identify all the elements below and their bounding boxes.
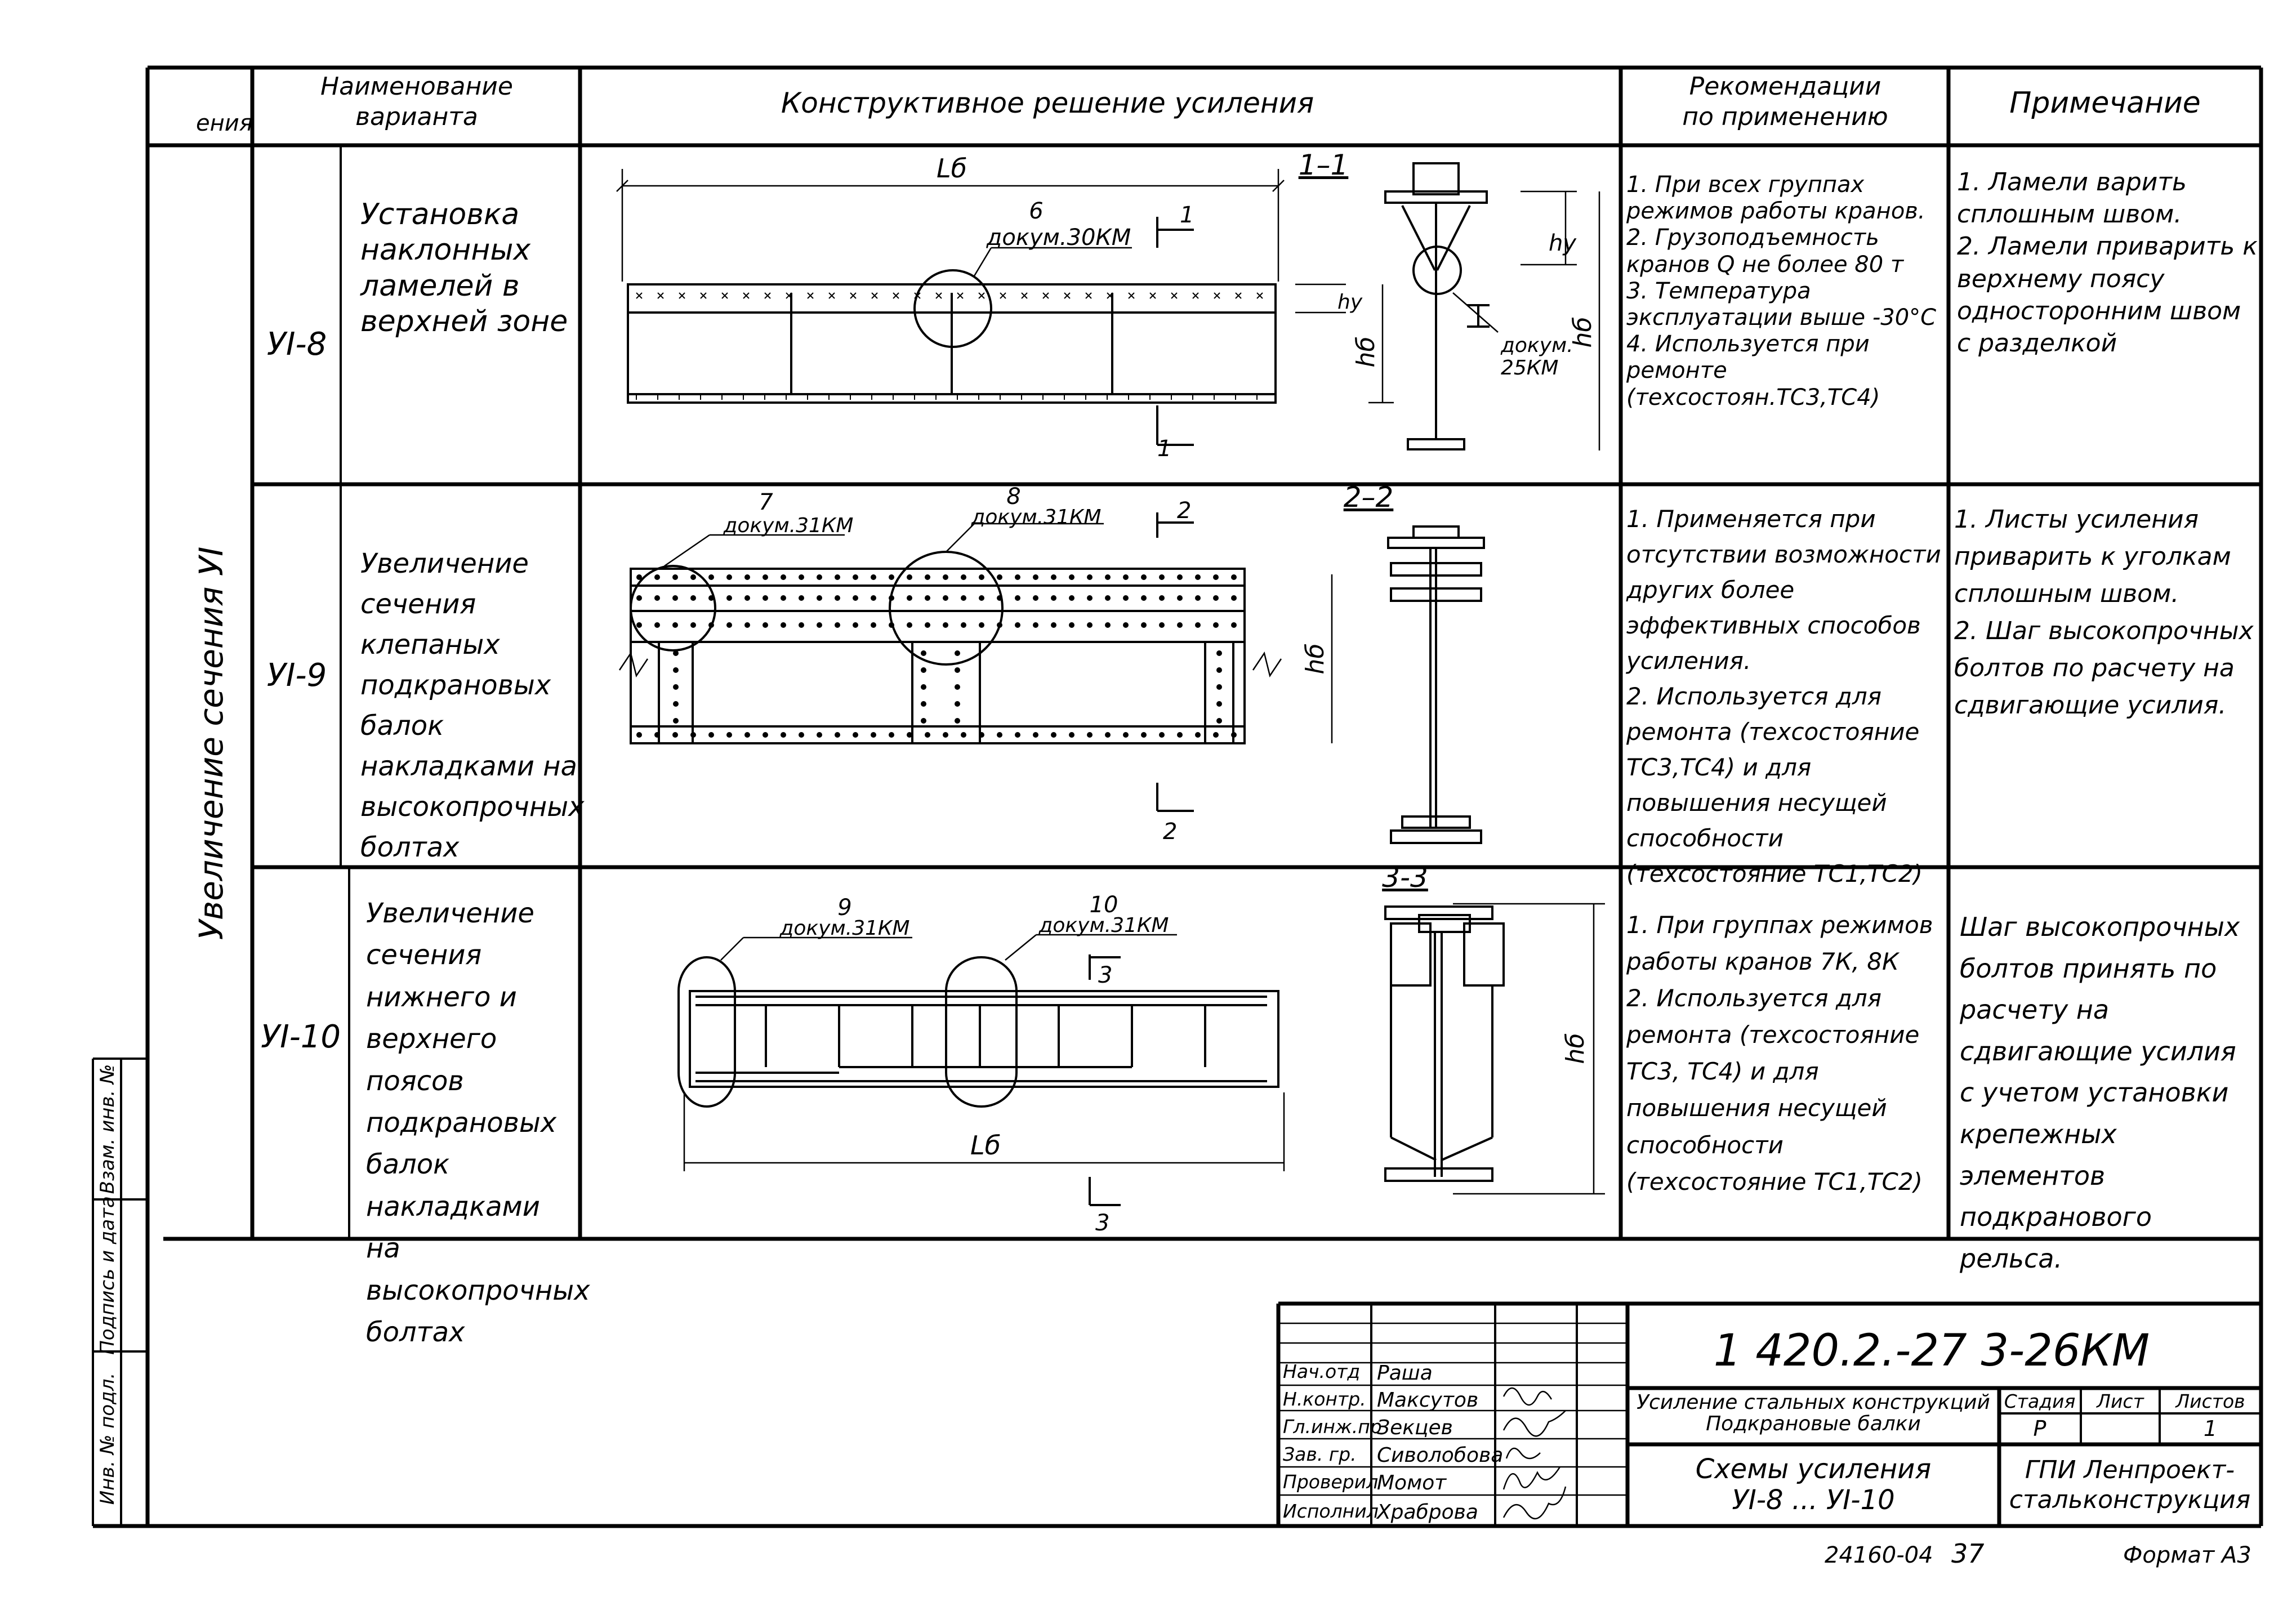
tb-name-5: Храброва [1376,1501,1478,1524]
tb-org-line1: ГПИ Ленпроект- [2025,1456,2235,1484]
tb-role-5: Исполнил [1283,1500,1379,1522]
row1-cut-bottom: 1 [1157,436,1171,462]
row3-drawing: 9 докум.31КМ 10 докум.31КМ 3 3 Lб 3-3 [677,861,1605,1236]
row1-cut-top: 1 [1180,202,1194,228]
tb-name-1: Максутов [1377,1389,1478,1412]
tb-project-line1: Усиление стальных конструкций [1637,1391,1990,1414]
row2-callout1-num: 7 [759,489,773,515]
row1-length-label: Lб [937,153,967,184]
tb-title-line2: УI-8 ... УI-10 [1732,1484,1894,1516]
row3-cut-top: 3 [1098,962,1112,988]
row3-callout1-doc: докум.31КМ [779,917,910,940]
footer-format: Формат А3 [2123,1542,2251,1568]
row2-callout2-doc: докум.31КМ [971,506,1102,529]
row2-code: УI-9 [267,657,327,694]
tb-role-1: Н.контр. [1283,1388,1366,1410]
tb-org-line2: стальконструкция [2009,1485,2250,1514]
tb-sheets-header: Листов [2175,1390,2245,1412]
row1-callout-doc: докум.30КМ [986,225,1131,251]
row1-section-label: 1–1 [1299,149,1349,181]
row1-callout-num: 6 [1029,198,1043,224]
row3-height-label: hб [1561,1033,1590,1064]
row1-doc25-line1: докум. [1500,334,1573,357]
stamp-vzam: Взам. инв. № [96,1064,119,1194]
row3-callout1-num: 9 [837,895,851,921]
tb-role-3: Зав. гр. [1283,1443,1357,1465]
tb-name-2: Зекцев [1377,1416,1453,1439]
header-col3-line1: Рекомендации [1689,72,1881,101]
footer-inv: 24160-04 [1825,1542,1933,1568]
header-col3-line2: по применению [1682,102,1888,131]
row3-name: Увеличение сечения нижнего и верхнего по… [366,898,590,1348]
row1-doc25-line2: 25КМ [1501,356,1558,380]
tb-stage: Р [2034,1416,2046,1441]
tb-role-0: Нач.отд [1283,1360,1360,1382]
row2-notes: 1. Листы усиления приварить к уголкам сп… [1954,505,2254,720]
stamp-inv-podl: Инв. № подл. [96,1373,119,1505]
row1-hy2-label: hy [1549,230,1577,256]
row2-recommendations: 1. Применяется при отсутствии возможност… [1626,505,1941,887]
row3-code: УI-10 [261,1019,341,1055]
header-col1-line2: варианта [355,102,478,131]
tb-name-3: Сиволобова [1377,1444,1503,1467]
row3-callout2-doc: докум.31КМ [1038,914,1169,937]
row2-callout2-num: 8 [1006,484,1020,510]
row2-cut-top: 2 [1177,498,1191,524]
stamp-podpis: Подпись и дата [96,1196,119,1355]
row2-section-label: 2–2 [1344,481,1394,514]
row1-height-label: hб [1352,336,1380,367]
tb-sheet-header: Лист [2096,1390,2144,1412]
row3-callout2-num: 10 [1090,892,1118,918]
row1-code: УI-8 [267,326,327,363]
tb-code: 1 420.2.-27 3-26КМ [1714,1326,2150,1376]
header-col1-line1: Наименование [320,72,513,101]
row3-notes: Шаг высокопрочных болтов принять по расч… [1960,912,2240,1274]
tb-project-line2: Подкрановые балки [1706,1412,1921,1435]
tb-name-0: Раша [1377,1362,1433,1385]
header-col0: ения [196,110,253,136]
row1-height2-label: hб [1568,316,1597,347]
title-block: 1 420.2.-27 3-26КМ [1276,1301,2261,1526]
header-col4: Примечание [2009,86,2201,120]
row2-name: Увеличение сечения клепаных подкрановых … [360,548,585,863]
group-label: Увеличение сечения УI [192,547,230,940]
tb-name-4: Момот [1377,1471,1447,1494]
row1-drawing: Lб 6 докум.30КМ 1 1 hy hб 1–1 [616,149,1600,462]
row1-recommendations: 1. При всех группах режимов работы крано… [1626,172,1937,411]
tb-title-line1: Схемы усиления [1696,1453,1931,1485]
row2-height-label: hб [1301,643,1330,674]
side-stamp: Инв. № подл. Подпись и дата Взам. инв. № [93,1058,148,1526]
signatures [1502,1387,1567,1520]
row2-callout1-doc: докум.31КМ [723,514,854,537]
row1-notes: 1. Ламели варить сплошным швом. 2. Ламел… [1957,168,2258,358]
tb-role-4: Проверил [1283,1471,1378,1493]
tb-stage-header: Стадия [2004,1390,2076,1412]
tb-sheets: 1 [2204,1416,2217,1441]
header-col2: Конструктивное решение усиления [781,87,1314,119]
table-grid [92,65,2263,1528]
row3-section-label: 3-3 [1382,861,1428,894]
row1-hy-label: hy [1337,291,1363,314]
row3-recommendations: 1. При группах режимов работы кранов 7К,… [1626,911,1933,1195]
footer-page: 37 [1951,1538,1985,1569]
row3-length-label: Lб [970,1130,1001,1161]
row1-name: Установка наклонных ламелей в верхней зо… [360,198,568,339]
tb-role-2: Гл.инж.пр [1283,1416,1382,1438]
row3-cut-bottom: 3 [1095,1210,1109,1236]
row2-drawing: 7 докум.31КМ 8 докум.31КМ 2 2 hб 2–2 [618,481,1485,845]
row2-cut-bottom: 2 [1163,819,1177,845]
